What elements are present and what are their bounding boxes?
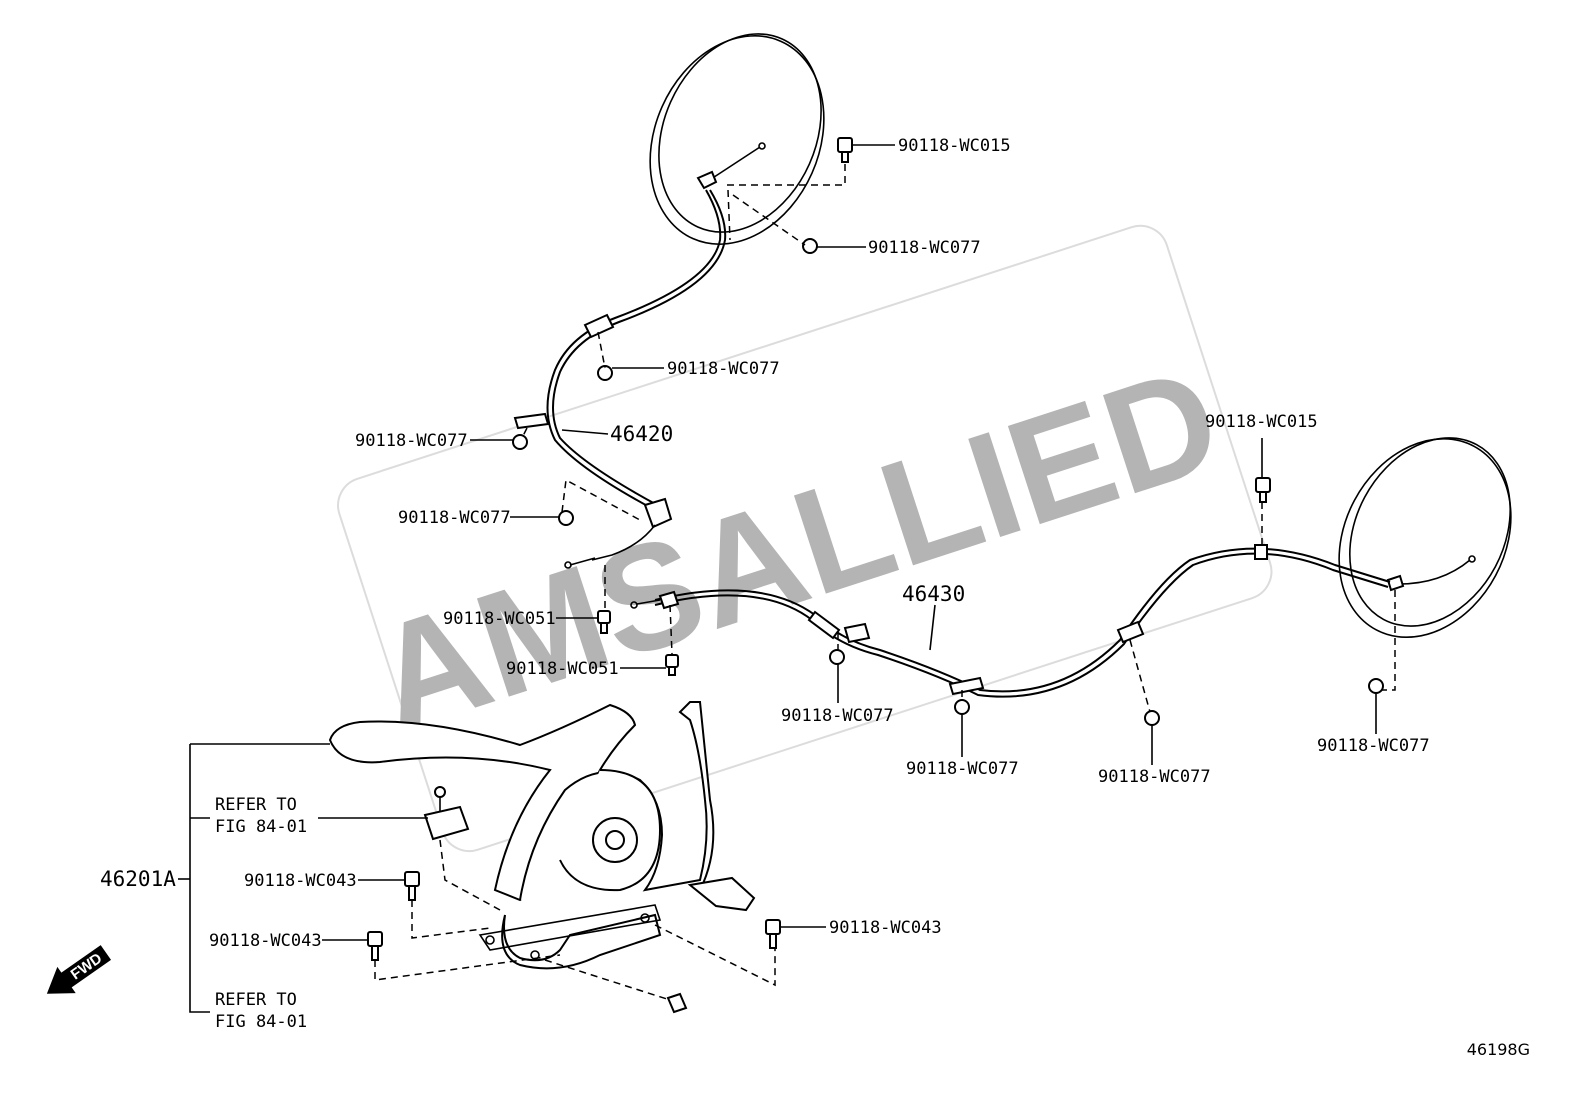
part-46201A: 46201A bbox=[100, 867, 176, 891]
callout-90118-WC015-top: 90118-WC015 bbox=[898, 136, 1011, 156]
callout-90118-WC051-b: 90118-WC051 bbox=[506, 659, 619, 679]
callout-90118-WC077-c: 90118-WC077 bbox=[781, 706, 894, 726]
refer-to-upper-line1: REFER TO bbox=[215, 795, 297, 815]
pedal-assembly bbox=[328, 701, 756, 970]
cable-46420 bbox=[513, 189, 727, 569]
callout-90118-WC043-b: 90118-WC043 bbox=[209, 931, 322, 951]
cable-46430 bbox=[630, 544, 1391, 698]
callout-90118-WC051-a: 90118-WC051 bbox=[443, 609, 556, 629]
callout-90118-WC077-d: 90118-WC077 bbox=[906, 759, 1019, 779]
part-46420: 46420 bbox=[610, 422, 673, 446]
callout-90118-WC077-drum: 90118-WC077 bbox=[868, 238, 981, 258]
callout-90118-WC077-clip2: 90118-WC077 bbox=[355, 431, 468, 451]
watermark: AMSALLIED bbox=[337, 224, 1273, 853]
refer-to-upper-line2: FIG 84-01 bbox=[215, 817, 307, 837]
dashed-lines bbox=[374, 162, 1396, 1001]
callout-90118-WC043-a: 90118-WC043 bbox=[244, 871, 357, 891]
refer-to-lower-line1: REFER TO bbox=[215, 990, 297, 1010]
figure-code: 46198G bbox=[1467, 1040, 1530, 1059]
callout-90118-WC077-clip3: 90118-WC077 bbox=[398, 508, 511, 528]
fasteners bbox=[367, 137, 1384, 1014]
callout-90118-WC077-e: 90118-WC077 bbox=[1098, 767, 1211, 787]
callout-90118-WC043-c: 90118-WC043 bbox=[829, 918, 942, 938]
refer-to-lower-line2: FIG 84-01 bbox=[215, 1012, 307, 1032]
watermark-text: AMSALLIED bbox=[354, 334, 1238, 764]
callout-90118-WC077-f: 90118-WC077 bbox=[1317, 736, 1430, 756]
callout-90118-WC077-clip1: 90118-WC077 bbox=[667, 359, 780, 379]
upper-brake-drum bbox=[649, 33, 825, 245]
part-46430: 46430 bbox=[902, 582, 965, 606]
right-brake-drum bbox=[1338, 437, 1512, 639]
leader-lines bbox=[178, 144, 1377, 1013]
fwd-arrow-icon: FWD bbox=[46, 945, 112, 994]
callout-90118-WC015-right: 90118-WC015 bbox=[1205, 412, 1318, 432]
